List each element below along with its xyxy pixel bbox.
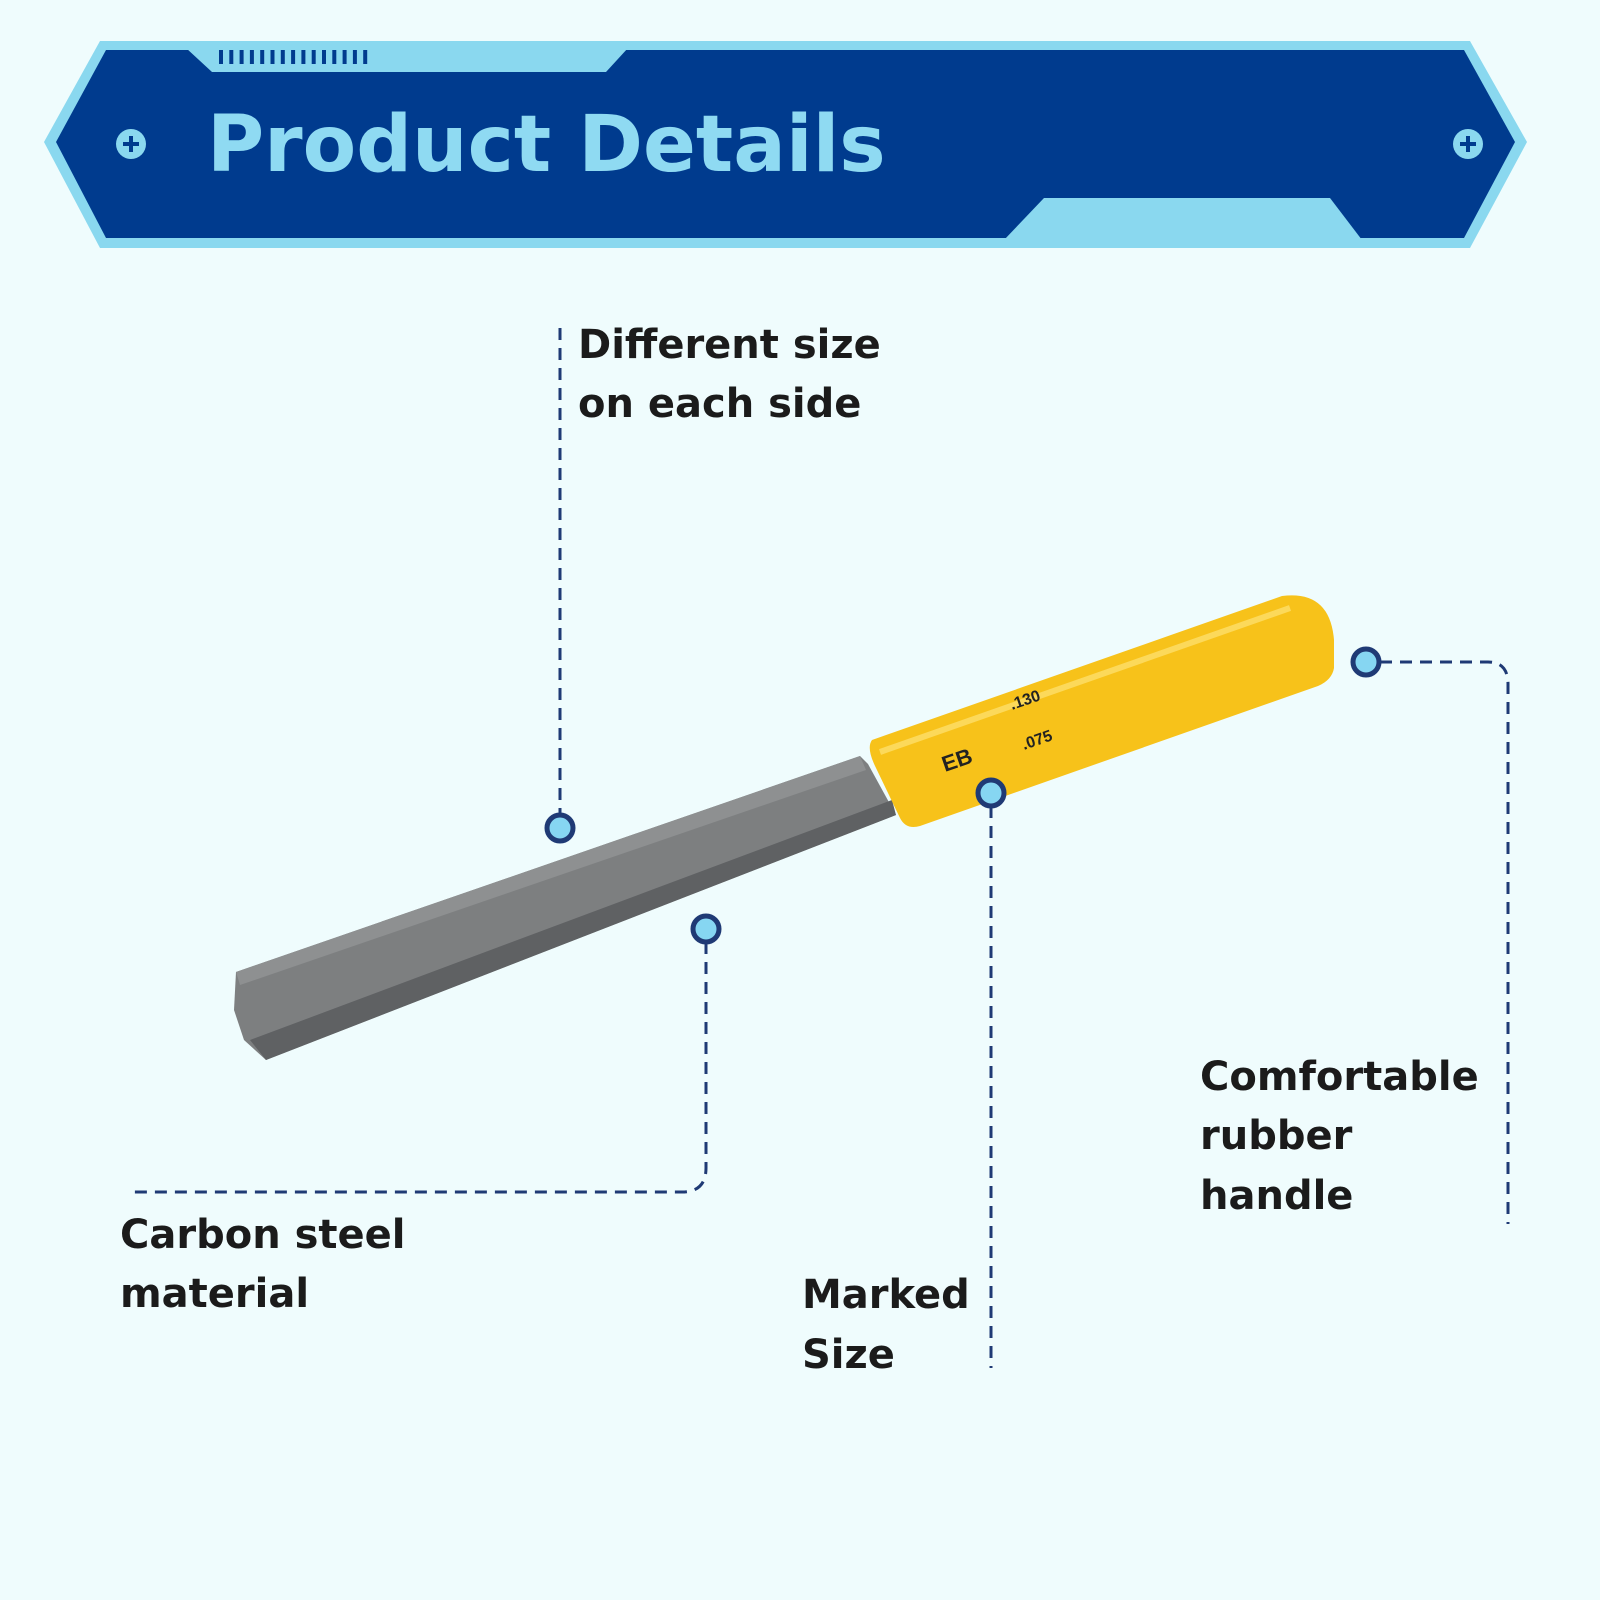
- barcode-tick: [342, 50, 347, 64]
- callout-rubber-handle: Comfortable rubber handle: [1200, 646, 1510, 1224]
- plus-circle-icon: [116, 129, 146, 159]
- callout-label: Marked: [802, 1272, 970, 1318]
- handle: [869, 595, 1334, 827]
- barcode-tick: [301, 50, 306, 64]
- callout-label: on each side: [578, 381, 861, 427]
- callout-label: Different size: [578, 322, 881, 368]
- barcode-tick: [260, 50, 265, 64]
- barcode-tick: [363, 50, 368, 64]
- barcode-decoration: [219, 50, 368, 64]
- barcode-tick: [219, 50, 223, 64]
- barcode-tick: [249, 50, 254, 64]
- barcode-tick: [291, 50, 296, 64]
- barcode-tick: [239, 50, 244, 64]
- page-title: Product Details: [207, 100, 886, 190]
- banner-bottom-tab: [1004, 198, 1362, 240]
- callout-label: handle: [1200, 1173, 1353, 1219]
- callout-dot: [975, 777, 1007, 809]
- callout-dot: [1350, 646, 1382, 678]
- callout-carbon-steel: Carbon steel material: [120, 913, 722, 1317]
- callout-dot: [544, 812, 576, 844]
- barcode-tick: [270, 50, 275, 64]
- header-banner: Product Details: [44, 41, 1527, 248]
- barcode-tick: [311, 50, 316, 64]
- plus-circle-icon: [1453, 129, 1483, 159]
- callout-marked-size: Marked Size: [802, 777, 1007, 1378]
- blade: [234, 756, 896, 1060]
- callout-label: rubber: [1200, 1113, 1353, 1159]
- barcode-tick: [322, 50, 326, 64]
- barcode-tick: [332, 50, 337, 64]
- banner-top-tab: [186, 48, 628, 72]
- callout-label: material: [120, 1271, 309, 1317]
- callout-label: Comfortable: [1200, 1054, 1479, 1100]
- callout-label: Size: [802, 1332, 895, 1378]
- barcode-tick: [280, 50, 285, 64]
- callout-label: Carbon steel: [120, 1212, 406, 1258]
- callout-different-size: Different size on each side: [544, 322, 881, 844]
- file-tool-image: EB .130 .075: [234, 595, 1334, 1060]
- barcode-tick: [229, 50, 234, 64]
- barcode-tick: [352, 50, 357, 64]
- callout-dot: [690, 913, 722, 945]
